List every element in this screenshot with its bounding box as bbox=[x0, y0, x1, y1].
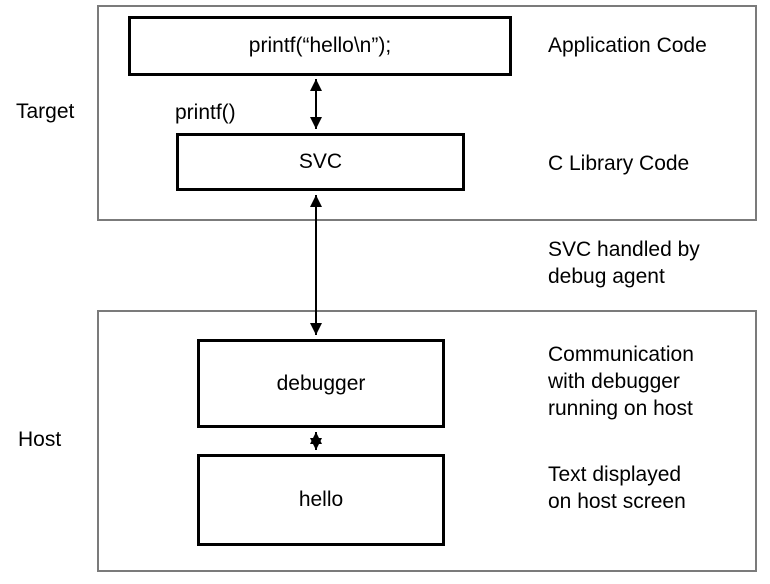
debugger-text: debugger bbox=[276, 371, 366, 395]
svc-box: SVC bbox=[176, 133, 465, 191]
annotation-c-library-code: C Library Code bbox=[548, 152, 690, 175]
target-label: Target bbox=[16, 100, 75, 123]
hello-box: hello bbox=[197, 454, 445, 546]
annotation-application-code: Application Code bbox=[548, 34, 707, 57]
host-label: Host bbox=[18, 428, 62, 451]
printf-call-label: printf() bbox=[175, 101, 236, 124]
debugger-box: debugger bbox=[197, 339, 445, 428]
hello-text: hello bbox=[298, 488, 344, 511]
svc-text: SVC bbox=[298, 150, 343, 173]
annotation-svc-handled: SVC handled by debug agent bbox=[548, 238, 700, 288]
application-code-text: printf(“hello\n”); bbox=[248, 34, 392, 57]
application-code-box: printf(“hello\n”); bbox=[128, 16, 512, 76]
annotation-communication: Communication with debugger running on h… bbox=[548, 343, 694, 420]
annotation-text-displayed: Text displayed on host screen bbox=[548, 463, 686, 513]
